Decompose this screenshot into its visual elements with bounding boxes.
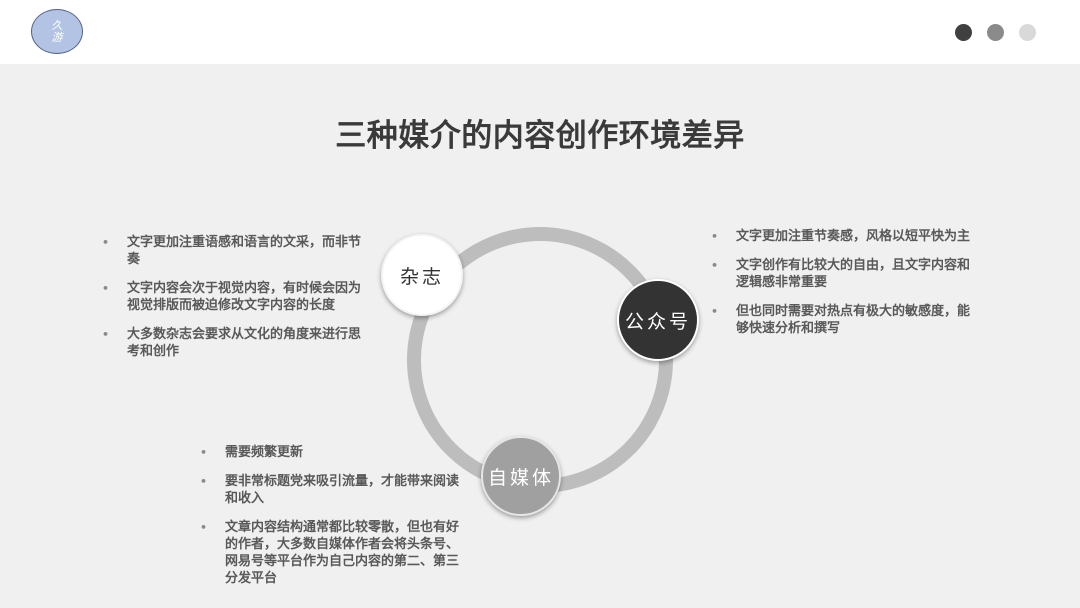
node-magazine: 杂志 — [381, 234, 463, 316]
self-media-points-list: 需要频繁更新 要非常标题党来吸引流量，才能带来阅读和收入 文章内容结构通常都比较… — [199, 444, 469, 599]
slide-title: 三种媒介的内容创作环境差异 — [335, 118, 745, 154]
official-account-points-list: 文字更加注重节奏感，风格以短平快为主 文字创作有比较大的自由，且文字内容和逻辑感… — [710, 228, 982, 349]
node-official-account-label: 公众号 — [624, 310, 691, 333]
list-item: 需要频繁更新 — [199, 444, 469, 461]
logo-text-line1: 久 — [51, 18, 63, 32]
list-item: 但也同时需要对热点有极大的敏感度，能够快速分析和撰写 — [710, 303, 982, 337]
logo: 久 游 — [31, 9, 83, 54]
list-item: 大多数杂志会要求从文化的角度来进行思考和创作 — [101, 326, 369, 360]
list-item: 文字更加注重语感和语言的文采，而非节奏 — [101, 234, 369, 268]
node-self-media-label: 自媒体 — [487, 466, 554, 489]
page-indicator — [955, 24, 1036, 41]
node-official-account: 公众号 — [617, 279, 699, 361]
list-item: 文字内容会次于视觉内容，有时候会因为视觉排版而被迫修改文字内容的长度 — [101, 280, 369, 314]
node-self-media: 自媒体 — [481, 436, 561, 516]
page-dot-2[interactable] — [987, 24, 1004, 41]
page-dot-1[interactable] — [955, 24, 972, 41]
node-magazine-label: 杂志 — [399, 265, 444, 288]
list-item: 文字更加注重节奏感，风格以短平快为主 — [710, 228, 982, 245]
list-item: 文字创作有比较大的自由，且文字内容和逻辑感非常重要 — [710, 257, 982, 291]
list-item: 要非常标题党来吸引流量，才能带来阅读和收入 — [199, 473, 469, 507]
header-bar: 久 游 — [0, 0, 1080, 64]
magazine-points-list: 文字更加注重语感和语言的文采，而非节奏 文字内容会次于视觉内容，有时候会因为视觉… — [101, 234, 369, 372]
logo-text-line2: 游 — [51, 30, 63, 44]
page-dot-3[interactable] — [1019, 24, 1036, 41]
list-item: 文章内容结构通常都比较零散，但也有好的作者，大多数自媒体作者会将头条号、网易号等… — [199, 519, 469, 587]
